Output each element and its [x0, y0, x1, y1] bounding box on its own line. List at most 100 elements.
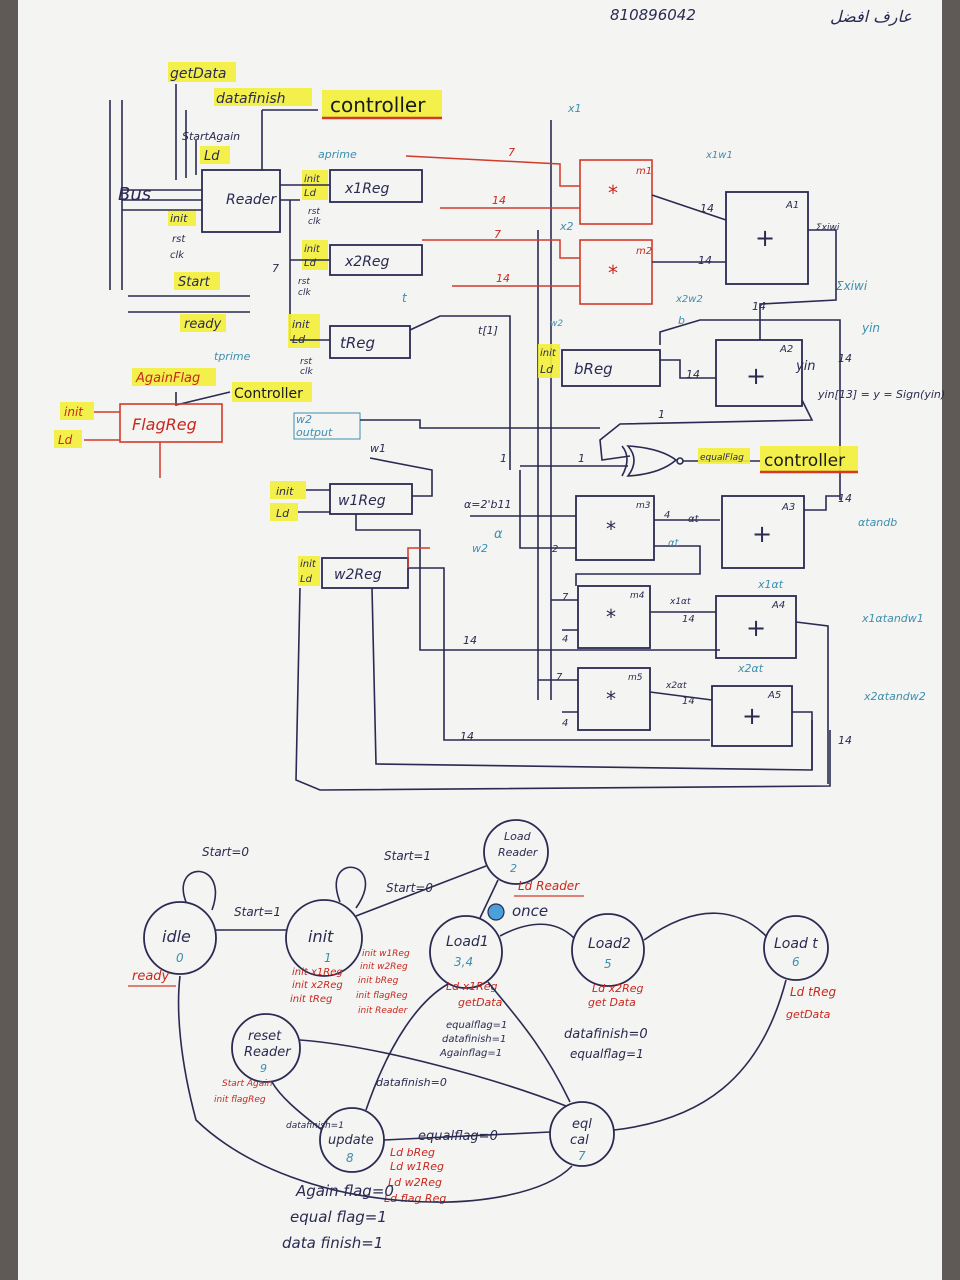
label-init-start1: Start=1	[384, 849, 431, 863]
label-equalflag1-b: equal flag=1	[290, 1208, 387, 1226]
breg-feedback	[659, 319, 841, 500]
xnor-bubble	[676, 457, 684, 465]
width-7-m4: 7	[562, 592, 569, 603]
edge-loadreader-load1	[479, 879, 499, 919]
label-againflag1: Againflag=1	[439, 1048, 502, 1059]
highlight-ready	[180, 314, 226, 332]
wires-to-m3	[470, 470, 576, 549]
breg-label: bReg	[574, 360, 613, 378]
label-datafinish1: datafinish=1	[442, 1034, 506, 1045]
state-init	[285, 899, 363, 977]
equation-yin: yin[13] = y = Sign(yin)	[817, 388, 945, 401]
reader-block	[201, 169, 281, 233]
width-14-m5: 14	[682, 696, 695, 707]
width-7-m5: 7	[556, 672, 563, 683]
state-reset-label-a: reset	[248, 1029, 282, 1044]
w2-to-m2	[407, 285, 580, 568]
state-loadt-num: 6	[792, 955, 800, 969]
wire-againflag	[175, 391, 231, 407]
signal-startagain: StartAgain	[182, 130, 240, 143]
alpha-value: α=2'b11	[464, 498, 511, 511]
x2reg-port-rst: rst	[298, 277, 310, 287]
x1reg-port-ld: Ld	[304, 188, 317, 199]
edge-init-self	[335, 866, 367, 909]
m5-label: m5	[628, 673, 643, 683]
init-out-1: init x2Reg	[292, 980, 343, 991]
state-idle	[143, 901, 217, 975]
a1-symbol: +	[755, 224, 775, 252]
width-14-m2: 14	[698, 254, 712, 267]
highlight-x2reg-ports	[302, 240, 328, 270]
load1-out-0: Ld x1Reg	[446, 980, 498, 993]
state-loadreader-num: 2	[510, 862, 517, 875]
state-load2	[571, 913, 645, 987]
m3-out-label: αt	[688, 514, 700, 525]
w1reg-label: w1Reg	[338, 493, 386, 509]
highlight-start	[174, 272, 220, 290]
once-marker	[487, 903, 505, 921]
a3-wires	[575, 495, 840, 586]
label-datafinish1-b: data finish=1	[282, 1234, 383, 1252]
m2-symbol: *	[608, 261, 618, 285]
label-eql-equalflag1: equalflag=1	[570, 1047, 644, 1061]
x1-to-m1	[405, 155, 580, 187]
state-load1-label: Load1	[446, 934, 489, 950]
controller-label-mid: Controller	[234, 386, 303, 402]
width-14-a3: 14	[838, 492, 852, 505]
edge-idle-self	[182, 870, 217, 911]
state-reset-num: 9	[260, 1062, 267, 1075]
signal-init-reader: init	[170, 212, 188, 225]
state-loadreader	[483, 819, 549, 885]
width-14-a5: 14	[838, 734, 852, 747]
wire-label-t: t	[402, 291, 408, 305]
m1-label: m1	[636, 166, 652, 177]
a3-symbol: +	[752, 520, 772, 548]
label-x1atandw1: x1αtandw1	[861, 612, 924, 625]
edge-loadt-eqlcal	[613, 979, 787, 1131]
w1reg-port-init: init	[276, 485, 294, 498]
label-x1at: x1αt	[757, 578, 784, 591]
width-14-b: 14	[686, 368, 700, 381]
label-x2at: x2αt	[737, 662, 764, 675]
update-out-1: Ld w1Reg	[390, 1160, 444, 1173]
load1-out-1: getData	[458, 996, 503, 1009]
highlight-equalflag	[698, 448, 750, 464]
edge-eqlcal-load1	[487, 981, 571, 1103]
x1reg-port-rst: rst	[308, 207, 320, 217]
highlight-againflag	[132, 368, 216, 386]
width-14-fb1: 14	[463, 634, 477, 647]
w1reg-block	[329, 483, 413, 515]
breg-block	[561, 349, 661, 387]
width-14-a2: 14	[838, 352, 852, 365]
init-out-2: init tReg	[290, 994, 332, 1005]
m5-symbol: *	[606, 687, 616, 711]
load2-out-1: get Data	[588, 996, 636, 1009]
edge-update-load1	[365, 983, 449, 1111]
x1reg-label: x1Reg	[344, 181, 390, 197]
highlight-controller-mid	[232, 382, 312, 402]
a4-symbol: +	[746, 614, 766, 642]
load2-out-0: Ld x2Reg	[592, 982, 644, 995]
a1-block	[725, 191, 809, 285]
label-update-datafinish0: datafinish=0	[376, 1076, 447, 1089]
wire-label-t1: t[1]	[478, 324, 498, 337]
a1-output: Σxiwi	[816, 223, 840, 233]
a4-block	[715, 595, 797, 659]
wire-label-equalflag: equalFlag	[700, 453, 744, 463]
output-box	[293, 412, 361, 440]
signal-datafinish: datafinish	[216, 91, 286, 107]
m4-symbol: *	[606, 605, 616, 629]
flagreg-block	[119, 403, 223, 443]
width-7-a: 7	[272, 262, 279, 275]
state-load1	[429, 915, 503, 989]
wire-output	[360, 419, 600, 429]
w1reg-port-ld: Ld	[276, 507, 290, 520]
signal-ld-reader: Ld	[204, 149, 220, 164]
m-to-a1	[651, 194, 727, 263]
state-load2-num: 5	[604, 957, 612, 971]
reset-out-1: init flagReg	[214, 1095, 266, 1105]
state-update-num: 8	[346, 1151, 354, 1165]
label-x2atandw2: x2αtandw2	[863, 690, 926, 703]
x2-to-m2	[422, 239, 580, 259]
highlight-treg-ports	[288, 314, 320, 348]
